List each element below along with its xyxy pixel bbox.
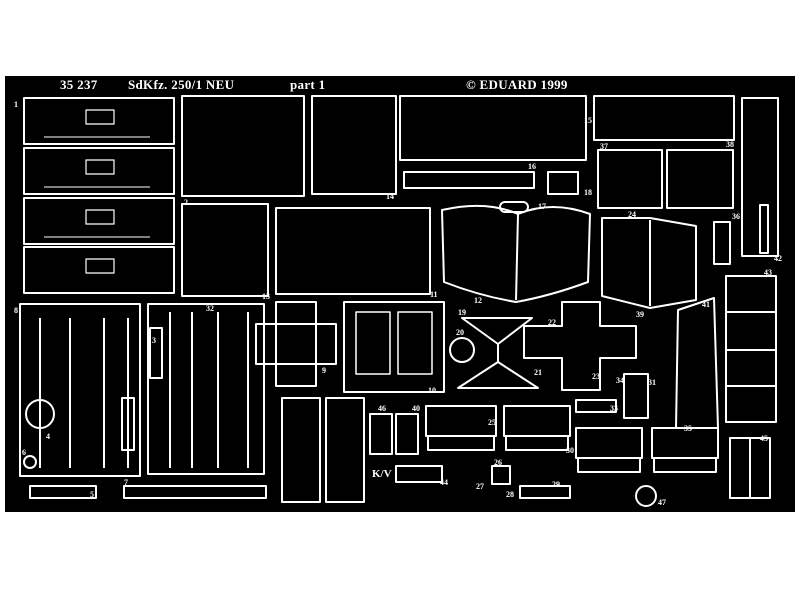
side-plates xyxy=(23,97,175,294)
part-number: 47 xyxy=(658,498,666,507)
cross-parts xyxy=(255,301,637,393)
mesh-panels xyxy=(181,95,779,297)
kit-code: 35 237 xyxy=(60,77,98,92)
part-number: 10 xyxy=(428,386,436,395)
part-number: 30 xyxy=(566,446,574,455)
part-number: 1 xyxy=(14,100,18,109)
part-number: 15 xyxy=(584,116,592,125)
part-number: 22 xyxy=(548,318,556,327)
part-number: 44 xyxy=(440,478,448,487)
part-number: 26 xyxy=(494,458,502,467)
mechanical-parts xyxy=(121,221,777,499)
part-number: 19 xyxy=(458,308,466,317)
part-number: 42 xyxy=(774,254,782,263)
part-number: 17 xyxy=(538,202,546,211)
part-label: part 1 xyxy=(290,77,326,92)
part-number: 13 xyxy=(262,292,270,301)
part-number: 20 xyxy=(456,328,464,337)
triangles xyxy=(449,317,539,389)
copyright: © EDUARD 1999 xyxy=(466,77,568,92)
part-number: 24 xyxy=(628,210,636,219)
part-number: 12 xyxy=(474,296,482,305)
part-number: 35 xyxy=(684,424,692,433)
part-number: 32 xyxy=(206,304,214,313)
part-number: 21 xyxy=(534,368,542,377)
part-number: 3 xyxy=(152,336,156,345)
part-number: 2 xyxy=(184,198,188,207)
part-number: 41 xyxy=(702,300,710,309)
part-number: 16 xyxy=(528,162,536,171)
part-number: 4 xyxy=(46,432,50,441)
part-number: 8 xyxy=(14,306,18,315)
part-number: 18 xyxy=(584,188,592,197)
kv-stamp: K/V xyxy=(372,468,392,480)
part-number: 43 xyxy=(764,268,772,277)
part-number: 45 xyxy=(760,434,768,443)
part-number: 28 xyxy=(506,490,514,499)
part-number: 11 xyxy=(430,290,438,299)
part-number: 9 xyxy=(322,366,326,375)
part-number: 14 xyxy=(386,192,394,201)
part-number: 7 xyxy=(124,478,128,487)
frames xyxy=(19,303,265,477)
part-number: 29 xyxy=(552,480,560,489)
round-parts xyxy=(23,399,657,507)
part-number: 37 xyxy=(600,142,608,151)
part-number: 5 xyxy=(90,490,94,499)
part-number: 38 xyxy=(726,140,734,149)
part-number: 6 xyxy=(22,448,26,457)
part-number: 23 xyxy=(592,372,600,381)
grilles xyxy=(281,397,365,503)
part-number: 31 xyxy=(648,378,656,387)
kit-title: SdKfz. 250/1 NEU xyxy=(128,77,235,92)
part-number: 34 xyxy=(616,376,624,385)
part-number: 36 xyxy=(732,212,740,221)
part-number: 46 xyxy=(378,404,386,413)
part-number: 39 xyxy=(636,310,644,319)
part-number: 27 xyxy=(476,482,484,491)
flaps xyxy=(441,204,697,309)
strips xyxy=(29,171,769,499)
part-number: 33 xyxy=(610,404,618,413)
part-number: 25 xyxy=(488,418,496,427)
part-number: 40 xyxy=(412,404,420,413)
